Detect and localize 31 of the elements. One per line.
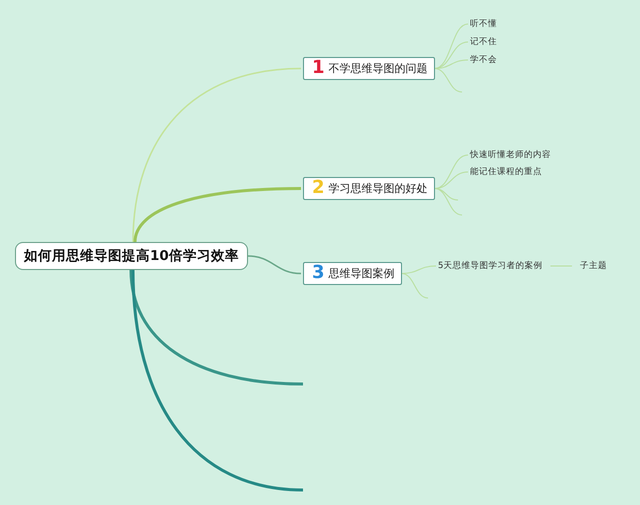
branch-line <box>434 172 468 189</box>
topic-label: 思维导图案例 <box>328 267 395 280</box>
central-topic-box: 如何用思维导图提高10倍学习效率 <box>15 242 248 270</box>
branch-line <box>132 68 302 242</box>
subtopic-text: 学不会 <box>470 54 497 66</box>
number-label: 3 <box>312 262 325 284</box>
branch-line <box>130 270 304 386</box>
subtopic-text: 记不住 <box>470 36 497 48</box>
branch-line <box>132 270 304 492</box>
topic-box <box>303 57 435 80</box>
branch-line <box>248 255 302 274</box>
topic-label: 学习思维导图的好处 <box>328 182 428 195</box>
branch-line <box>434 42 468 69</box>
topic-box <box>303 262 402 285</box>
branch-line <box>401 273 428 298</box>
subtopic-text: 子主题 <box>580 260 607 272</box>
subtopic-text: 能记住课程的重点 <box>470 166 542 178</box>
subtopic-text: 快速听懂老师的内容 <box>470 149 551 161</box>
branch-line <box>434 68 462 92</box>
subtopic-text: 听不懂 <box>470 18 497 30</box>
number-label: 2 <box>312 177 325 198</box>
topic-label: 不学思维导图的问题 <box>328 62 428 75</box>
topic-box <box>303 177 435 200</box>
branch-line <box>434 188 462 216</box>
branch-line <box>434 24 468 69</box>
branch-line <box>434 154 468 189</box>
branch-line <box>134 187 302 242</box>
branch-line <box>401 266 436 274</box>
subtopic-text: 5天思维导图学习者的案例 <box>438 260 542 272</box>
number-label: 1 <box>312 57 325 78</box>
branch-line <box>434 188 458 200</box>
